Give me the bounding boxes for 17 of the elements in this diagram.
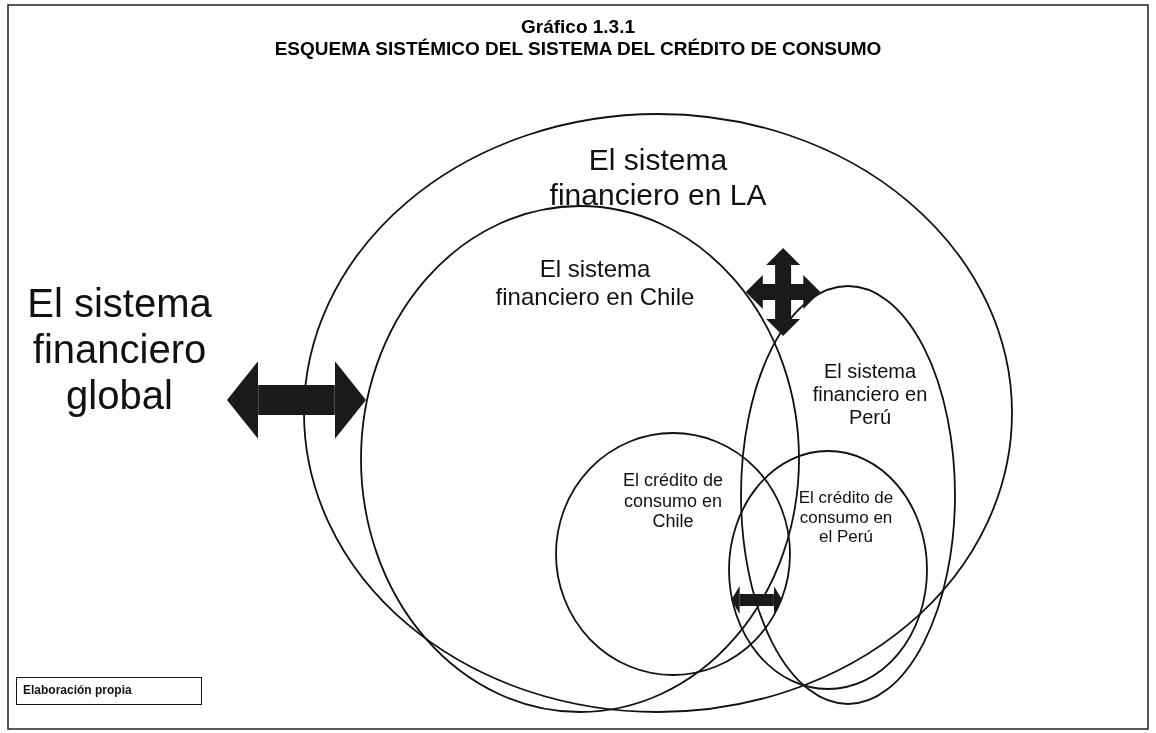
circle-region [360,205,800,713]
note-box [16,677,202,705]
four-way-arrow [745,248,821,336]
double-arrow [227,361,366,439]
circle-region [728,450,928,690]
region-label: El sistema financiero en Perú [811,360,929,429]
diagram-title: ESQUEMA SISTÉMICO DEL SISTEMA DEL CRÉDITO DE CONSUMO [273,38,883,60]
region-label: El sistema financiero en Chile [494,255,696,311]
region-label: Elaboración propia [22,682,133,699]
region-label: El crédito de consumo en Chile [621,470,725,533]
circle-region [555,432,791,676]
ellipse-region [303,113,1013,713]
figure-number: Gráfico 1.3.1 [519,16,637,38]
region-label: El sistema financiero global [26,280,213,418]
region-label: El sistema financiero en LA [548,143,768,212]
region-label: El crédito de consumo en el Perú [797,488,895,547]
double-arrow [731,586,783,614]
